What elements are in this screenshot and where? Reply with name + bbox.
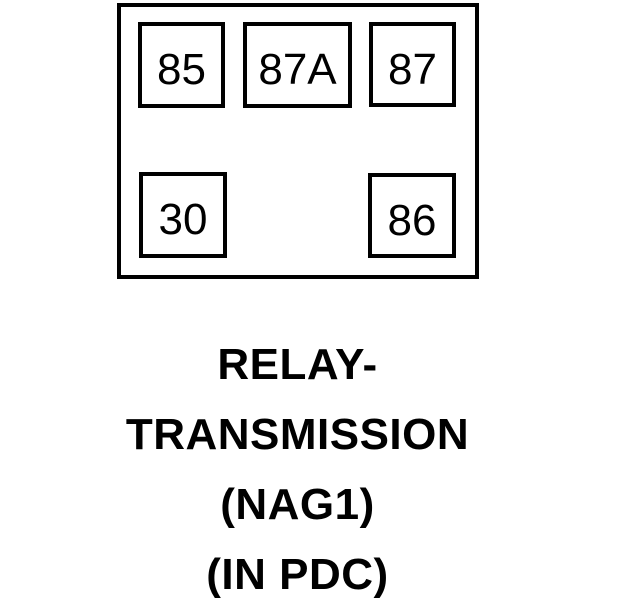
terminal-label-86: 86	[387, 195, 437, 245]
terminal-box-85: 85	[138, 22, 225, 108]
terminal-label-87a: 87A	[258, 45, 337, 94]
caption-line-1: RELAY-	[217, 340, 378, 389]
caption-line-4: (IN PDC)	[206, 550, 389, 599]
caption-line-3: (NAG1)	[220, 480, 375, 529]
terminal-box-87: 87	[369, 22, 456, 107]
terminal-label-85: 85	[157, 45, 206, 94]
terminal-box-87a: 87A	[243, 22, 352, 108]
terminal-box-30: 30	[139, 172, 227, 258]
terminal-label-87: 87	[388, 44, 437, 94]
relay-caption: RELAY- TRANSMISSION (NAG1) (IN PDC)	[0, 330, 595, 600]
relay-body-outline: 85 87A 87 30 86	[117, 3, 479, 279]
terminal-box-86: 86	[368, 173, 456, 258]
terminal-label-30: 30	[158, 195, 208, 244]
caption-line-2: TRANSMISSION	[125, 410, 470, 459]
